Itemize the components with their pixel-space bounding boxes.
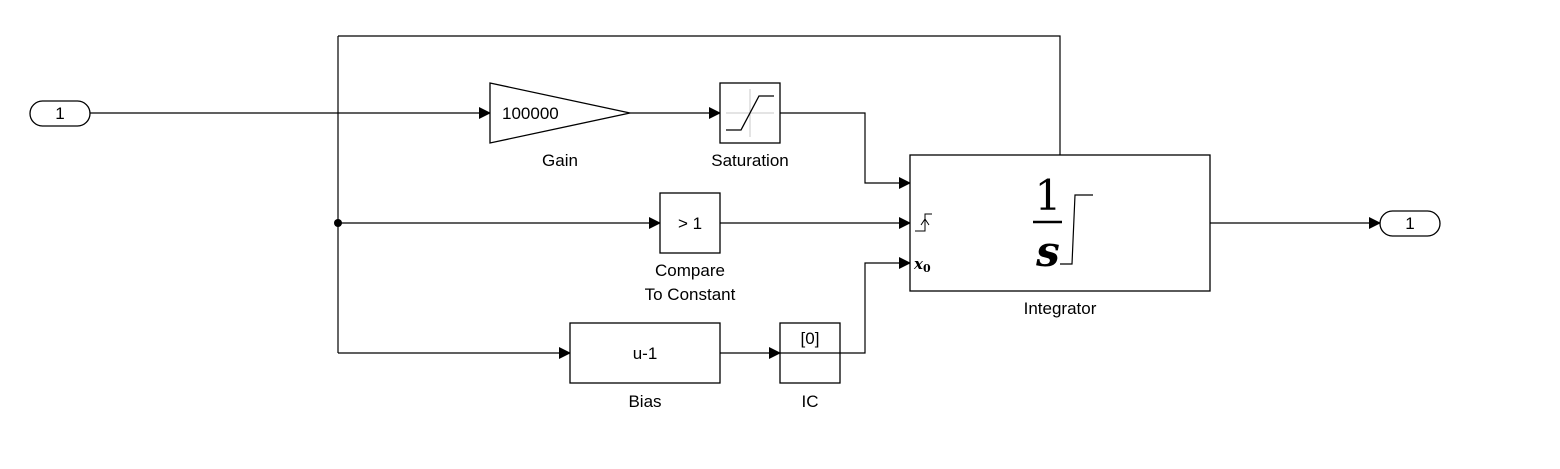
saturation-label: Saturation (711, 151, 789, 170)
gain-block[interactable]: 100000 Gain (489, 82, 631, 170)
outport-block[interactable]: 1 (1379, 210, 1441, 237)
integrator-label: Integrator (1024, 299, 1097, 318)
inport-block[interactable]: 1 (29, 100, 91, 127)
compare-to-constant-block[interactable]: > 1 Compare To Constant (645, 192, 736, 304)
saturation-icon (726, 89, 774, 137)
compare-expression: > 1 (678, 214, 702, 233)
integrator-denominator: s (1035, 227, 1060, 276)
ic-block[interactable]: [0] IC (779, 322, 841, 411)
bias-label: Bias (628, 392, 661, 411)
branch-point (334, 219, 342, 227)
integrator-block[interactable]: x0 1 s Integrator (909, 154, 1211, 318)
wire-top-loop[interactable] (338, 35, 1061, 155)
compare-label-line2: To Constant (645, 285, 736, 304)
ic-value: [0] (801, 329, 820, 348)
x0-subscript: 0 (923, 262, 931, 275)
gain-value: 100000 (502, 104, 559, 123)
integrator-numerator: 1 (1035, 171, 1062, 220)
integrator-x0-port: x0 (913, 255, 931, 275)
saturation-block[interactable]: Saturation (711, 82, 789, 170)
outport-number: 1 (1405, 214, 1414, 233)
integrator-limit-icon (1060, 194, 1093, 265)
compare-label-line1: Compare (655, 261, 725, 280)
bias-block[interactable]: u-1 Bias (569, 322, 721, 411)
reset-trigger-icon (915, 213, 932, 232)
wire-ic-to-integrator[interactable] (840, 257, 911, 354)
bias-expression: u-1 (633, 344, 658, 363)
ic-label: IC (802, 392, 819, 411)
x0-base: x (913, 255, 924, 273)
inport-number: 1 (55, 104, 64, 123)
wire-saturation-to-integrator[interactable] (780, 112, 911, 189)
signal-lines (90, 35, 1381, 359)
gain-label: Gain (542, 151, 578, 170)
